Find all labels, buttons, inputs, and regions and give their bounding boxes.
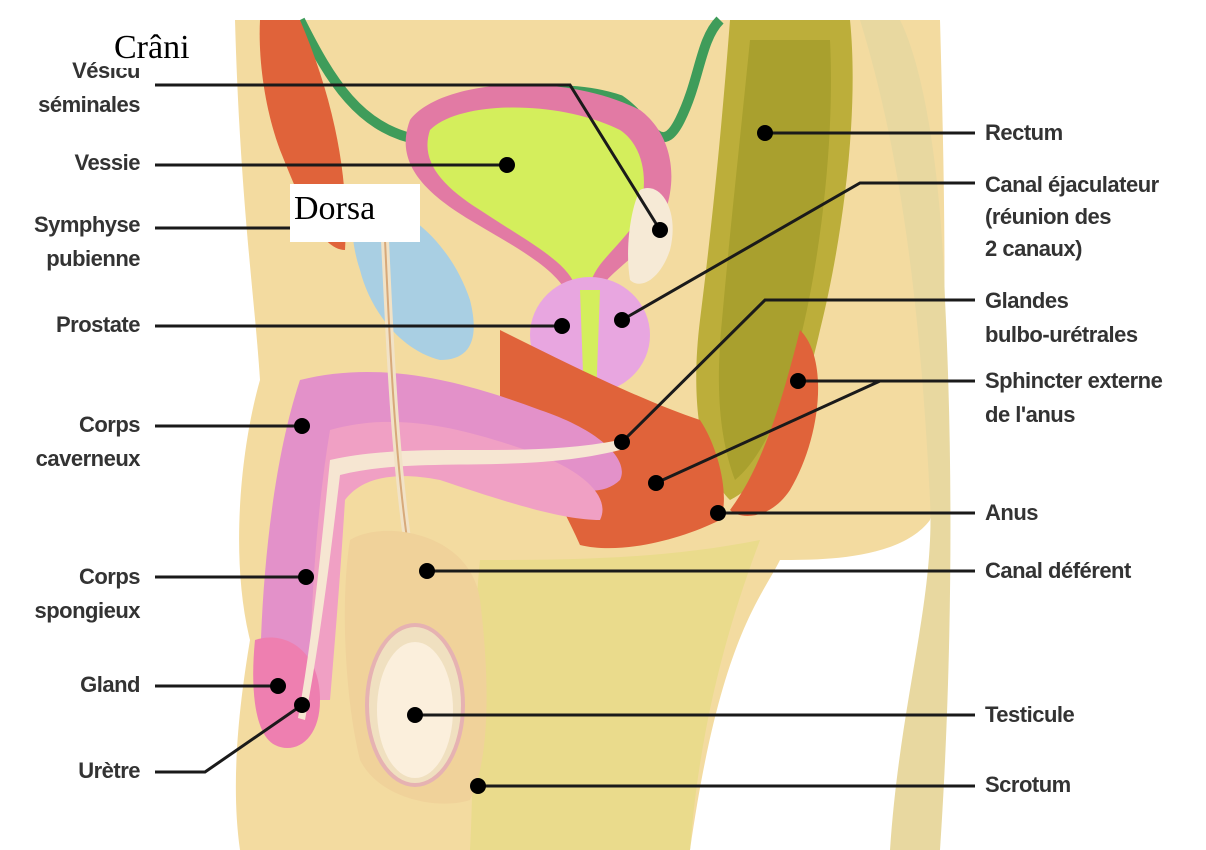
svg-text:Gland: Gland [80,672,140,697]
label-line: spongieux [34,598,141,623]
leader-dot [648,475,664,491]
overlay-dorsa: Dorsa [290,184,420,242]
leader-dot [614,312,630,328]
leader-dot [757,125,773,141]
leader-dot [270,678,286,694]
svg-text:Corps: Corps [79,412,140,437]
svg-text:Anus: Anus [985,500,1038,525]
svg-text:Scrotum: Scrotum [985,772,1071,797]
svg-text:spongieux: spongieux [34,598,141,623]
label-line: Symphyse [34,212,140,237]
label-line: Sphincter externe [985,368,1163,393]
anatomy-illustration [235,20,950,850]
leader-dot [298,569,314,585]
label-line: caverneux [36,446,142,471]
label-line: 2 canaux) [985,236,1082,261]
label-line: Anus [985,500,1038,525]
svg-text:Vessie: Vessie [74,150,140,175]
label-line: bulbo-urétrales [985,322,1138,347]
svg-text:caverneux: caverneux [36,446,142,471]
svg-text:Canal éjaculateur: Canal éjaculateur [985,172,1160,197]
leader-dot [294,697,310,713]
label-line: Testicule [985,702,1075,727]
label-line: (réunion des [985,204,1111,229]
leader-dot [652,222,668,238]
svg-text:Canal déférent: Canal déférent [985,558,1132,583]
svg-text:Testicule: Testicule [985,702,1075,727]
label-line: Prostate [56,312,140,337]
svg-text:Symphyse: Symphyse [34,212,140,237]
leader-dot [554,318,570,334]
leader-dot [294,418,310,434]
label-line: pubienne [46,246,140,271]
svg-text:pubienne: pubienne [46,246,140,271]
overlay-crani: Crâni [110,28,230,68]
label-line: Glandes [985,288,1069,313]
label-line: Canal éjaculateur [985,172,1160,197]
leader-dot [710,505,726,521]
leader-dot [499,157,515,173]
svg-text:Rectum: Rectum [985,120,1063,145]
label-line: séminales [38,92,140,117]
leader-dot [470,778,486,794]
label-line: Canal déférent [985,558,1132,583]
label-line: de l'anus [985,402,1075,427]
leader-dot [790,373,806,389]
leader-dot [419,563,435,579]
svg-text:de l'anus: de l'anus [985,402,1075,427]
svg-text:Sphincter externe: Sphincter externe [985,368,1163,393]
label-line: Rectum [985,120,1063,145]
svg-text:Urètre: Urètre [78,758,140,783]
label-line: Urètre [78,758,140,783]
svg-text:Glandes: Glandes [985,288,1069,313]
label-line: Corps [79,412,140,437]
leader-dot [614,434,630,450]
label-line: Corps [79,564,140,589]
label-line: Scrotum [985,772,1071,797]
svg-text:bulbo-urétrales: bulbo-urétrales [985,322,1138,347]
svg-text:Prostate: Prostate [56,312,140,337]
label-line: Gland [80,672,140,697]
leader-dot [407,707,423,723]
svg-text:(réunion des: (réunion des [985,204,1111,229]
svg-text:2 canaux): 2 canaux) [985,236,1082,261]
svg-text:Corps: Corps [79,564,140,589]
svg-text:séminales: séminales [38,92,140,117]
label-line: Vessie [74,150,140,175]
